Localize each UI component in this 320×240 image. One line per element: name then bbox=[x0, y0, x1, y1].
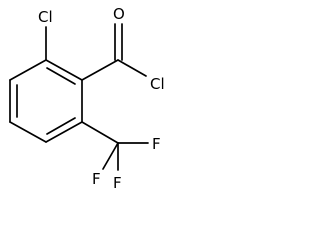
atom-fluorine-right: F bbox=[152, 135, 161, 153]
ring-bond-c6-c1 bbox=[9, 59, 47, 81]
chemical-structure: Cl O Cl F F F bbox=[9, 5, 165, 192]
ring-double-bond-c1-c2 bbox=[46, 67, 76, 85]
ring-bond-c3-c4 bbox=[45, 121, 83, 143]
atom-fluorine-left: F bbox=[92, 170, 101, 188]
bond-cf3-fluorine-left bbox=[102, 142, 119, 170]
bond-ring-carbonyl-carbon bbox=[81, 59, 119, 81]
ring-bond-c4-c5 bbox=[9, 121, 47, 143]
ring-double-bond-c3-c4 bbox=[46, 117, 76, 135]
bond-ring-cf3-carbon bbox=[81, 121, 119, 144]
bond-carbonyl-chlorine bbox=[117, 59, 147, 77]
benzene-ring bbox=[9, 59, 83, 143]
atom-chlorine-acyl: Cl bbox=[150, 75, 165, 93]
atom-oxygen: O bbox=[113, 5, 125, 23]
ring-bond-c1-c2 bbox=[45, 59, 83, 81]
atom-chlorine-ring: Cl bbox=[38, 8, 53, 26]
atom-fluorine-bottom: F bbox=[113, 174, 122, 192]
